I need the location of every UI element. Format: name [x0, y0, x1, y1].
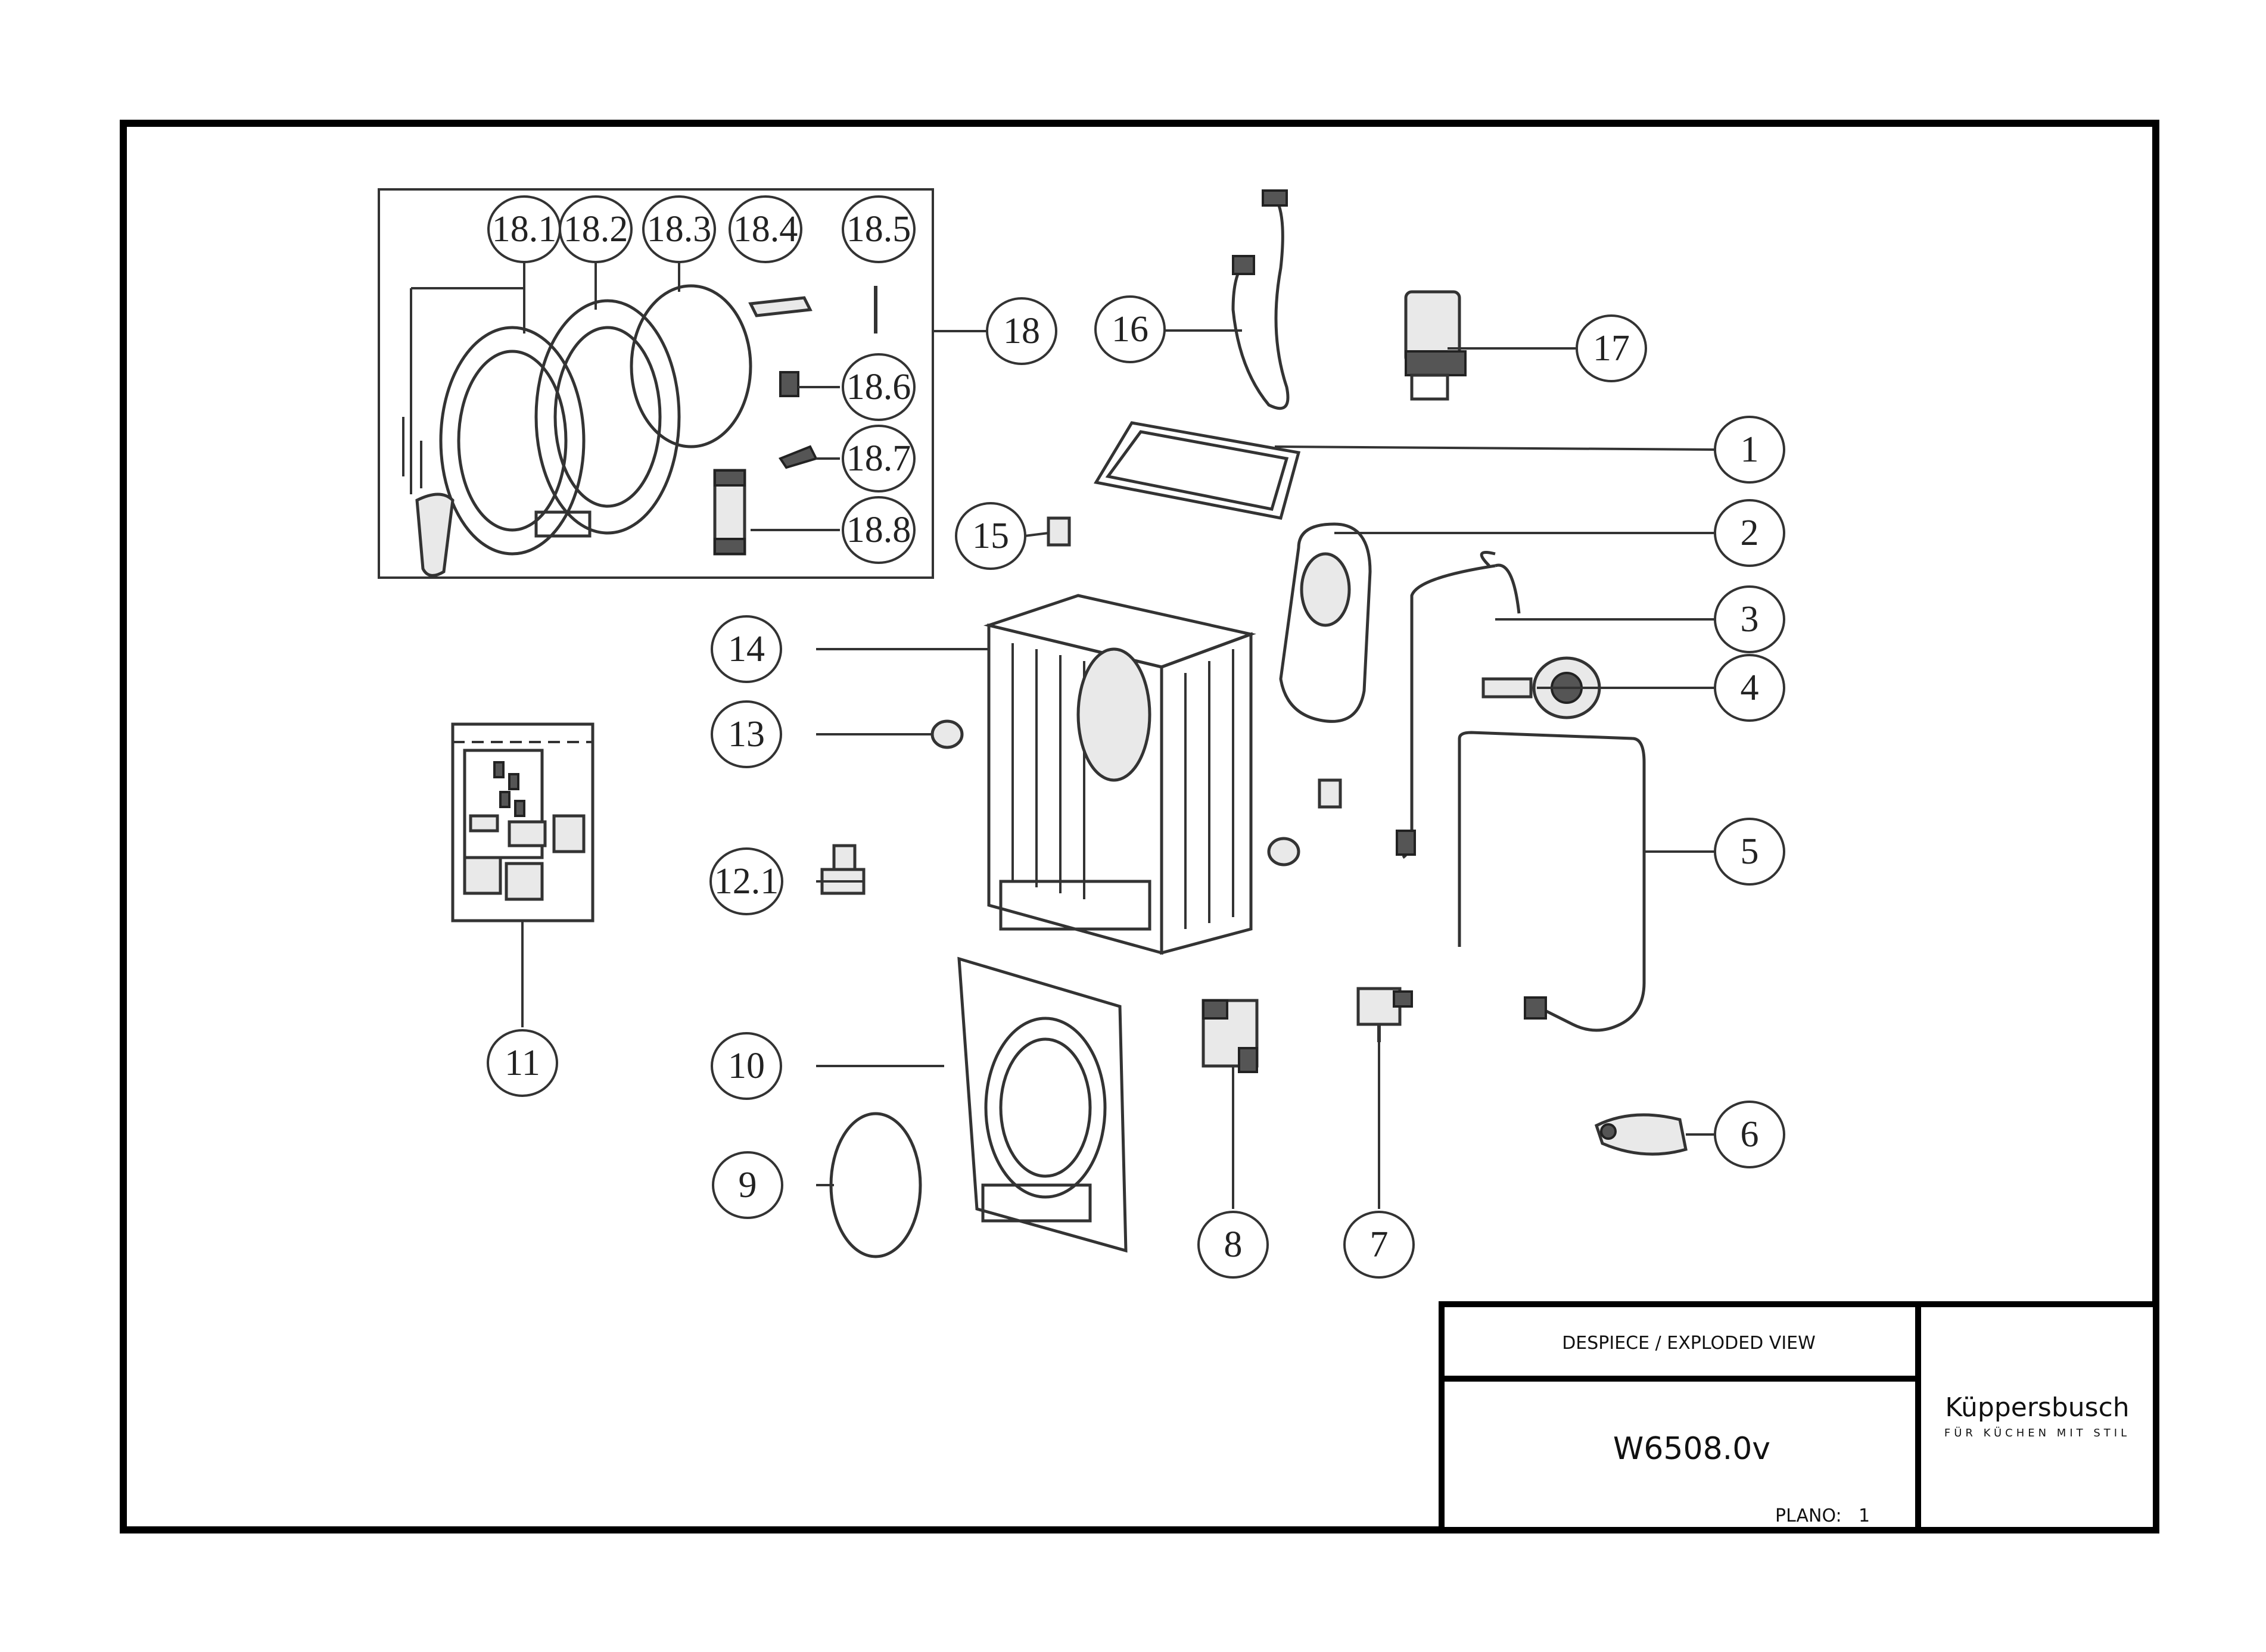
door-frame-part [534, 299, 681, 538]
callout-18-2: 18.2 [559, 195, 633, 263]
seal-clamp-wire-part [829, 1112, 922, 1258]
inlet-hose-part [1231, 195, 1290, 410]
svg-text:14: 14 [728, 629, 765, 669]
callout-12-1: 12.1 [709, 847, 783, 915]
svg-text:15: 15 [972, 516, 1009, 556]
brand-tagline: FÜR KÜCHEN MIT STIL [1944, 1426, 2130, 1439]
callout-18-7: 18.7 [842, 425, 916, 493]
hose-clamp-part [1594, 1113, 1688, 1156]
interference-filter-part [1404, 290, 1467, 401]
view-title-label: DESPIECE / EXPLODED VIEW [1562, 1333, 1816, 1354]
callout-18-4: 18.4 [729, 195, 802, 263]
callout-18-6: 18.6 [842, 353, 916, 421]
callout-14: 14 [711, 615, 782, 683]
boot-gasket-part [1279, 522, 1372, 723]
door-hinge-part [713, 469, 746, 556]
svg-text:2: 2 [1741, 513, 1759, 553]
brand-logo-name: Küppersbusch [1945, 1392, 2129, 1423]
svg-text:7: 7 [1370, 1224, 1389, 1265]
callout-18-8: 18.8 [842, 496, 916, 564]
door-hook-part [778, 445, 818, 469]
bracket-part-2 [1318, 778, 1342, 809]
plano-number: 1 [1859, 1505, 1870, 1526]
knob-part [930, 719, 964, 749]
svg-text:17: 17 [1593, 328, 1630, 369]
door-catch-part [779, 371, 799, 397]
callout-15: 15 [955, 502, 1026, 570]
door-glass-part [630, 284, 752, 448]
svg-text:18: 18 [1003, 311, 1040, 351]
callout-9: 9 [712, 1151, 783, 1219]
callout-3: 3 [1714, 585, 1785, 653]
callout-5: 5 [1714, 818, 1785, 886]
callout-11: 11 [487, 1029, 558, 1097]
svg-text:4: 4 [1741, 668, 1759, 708]
svg-text:18.7: 18.7 [846, 438, 911, 479]
cabinet-part [983, 594, 1256, 955]
valve-part [820, 844, 866, 895]
accessory-kit-part [451, 722, 594, 922]
svg-text:18.3: 18.3 [647, 209, 712, 250]
svg-text:1: 1 [1741, 429, 1759, 470]
callout-18-3: 18.3 [642, 195, 716, 263]
pressure-pipe-part [1402, 564, 1496, 859]
front-panel-part [957, 956, 1128, 1253]
svg-text:12.1: 12.1 [714, 861, 779, 902]
callout-balloons: 18.1 18.2 18.3 18.4 18.5 18.6 18.7 18.8 … [487, 195, 1785, 1279]
model-number-label: W6508.0v [1613, 1431, 1770, 1467]
callout-2: 2 [1714, 499, 1785, 567]
svg-text:6: 6 [1741, 1114, 1759, 1155]
svg-text:18.8: 18.8 [846, 510, 911, 550]
svg-text:16: 16 [1112, 309, 1148, 350]
title-block: DESPIECE / EXPLODED VIEW W6508.0v PLANO:… [1439, 1301, 2159, 1533]
knob-part-2 [1267, 837, 1300, 866]
callout-7: 7 [1343, 1211, 1415, 1279]
callout-8: 8 [1197, 1211, 1269, 1279]
door-assembly-box [378, 188, 934, 579]
top-cover-part [1094, 421, 1301, 520]
svg-text:13: 13 [728, 714, 765, 755]
svg-text:18.1: 18.1 [492, 209, 557, 250]
svg-text:10: 10 [728, 1046, 765, 1086]
plano-label: PLANO: [1775, 1505, 1842, 1526]
door-outer-ring-part [439, 326, 586, 556]
svg-text:8: 8 [1224, 1224, 1243, 1265]
callout-17: 17 [1576, 314, 1647, 382]
bracket-part [1047, 516, 1071, 547]
svg-text:3: 3 [1741, 599, 1759, 640]
callout-6: 6 [1714, 1101, 1785, 1168]
svg-text:11: 11 [505, 1043, 540, 1083]
svg-text:18.2: 18.2 [564, 209, 628, 250]
callout-13: 13 [711, 700, 782, 768]
svg-text:18.5: 18.5 [846, 209, 911, 250]
callout-16: 16 [1094, 295, 1166, 363]
leader-lines [521, 329, 1716, 1209]
door-lock-part [1202, 999, 1259, 1073]
callout-1: 1 [1714, 416, 1785, 484]
callout-10: 10 [711, 1032, 782, 1100]
svg-text:5: 5 [1741, 831, 1759, 872]
drawing-frame [120, 120, 2159, 1533]
door-lever-part [748, 296, 813, 317]
svg-text:9: 9 [739, 1165, 757, 1205]
door-assembly-group [378, 188, 989, 579]
drain-hose-part [1458, 731, 1646, 1032]
pressure-switch-part [1356, 987, 1413, 1042]
callout-18-1: 18.1 [487, 195, 561, 263]
callout-4: 4 [1714, 654, 1785, 722]
door-handle-part [415, 493, 455, 577]
callout-18: 18 [986, 297, 1057, 365]
callout-18-5: 18.5 [842, 195, 916, 263]
svg-text:18.6: 18.6 [846, 367, 911, 407]
svg-text:18.4: 18.4 [733, 209, 798, 250]
